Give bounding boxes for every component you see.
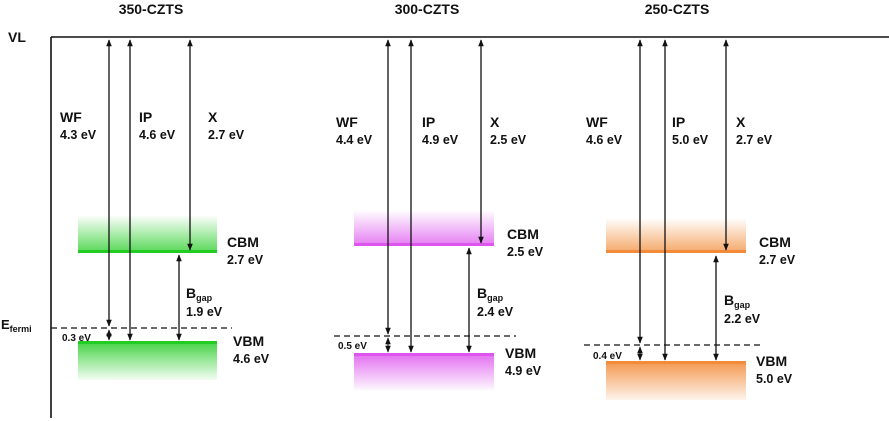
x-value: 2.5 eV [490, 133, 527, 147]
ip-value: 4.9 eV [422, 133, 459, 147]
vacuum-level-label: VL [8, 29, 26, 45]
cbm-band [354, 210, 494, 245]
bgap-label: Bgap [186, 285, 213, 303]
vbm-level [606, 361, 746, 364]
cbm-value: 2.7 eV [227, 253, 264, 267]
bgap-value: 2.2 eV [724, 312, 761, 326]
bgap-label: Bgap [724, 292, 751, 310]
vbm-band [78, 344, 217, 380]
vbm-band [354, 356, 494, 390]
vbm-label: VBM [756, 353, 787, 369]
x-value: 2.7 eV [736, 133, 773, 147]
offset-value: 0.5 eV [338, 341, 367, 352]
cbm-level [606, 250, 746, 253]
wf-value: 4.4 eV [336, 133, 373, 147]
panel-title: 300-CZTS [395, 1, 460, 17]
vbm-label: VBM [505, 345, 536, 361]
panel-title: 350-CZTS [119, 1, 184, 17]
fermi-level-label: Efermi [1, 317, 32, 334]
vbm-level [354, 353, 494, 356]
cbm-label: CBM [507, 226, 539, 242]
x-label: X [490, 114, 500, 130]
ip-label: IP [672, 114, 685, 130]
panel-title: 250-CZTS [645, 1, 710, 17]
bgap-value: 1.9 eV [186, 305, 223, 319]
ip-label: IP [422, 114, 435, 130]
panel-250-czts: 250-CZTS WF 4.6 eV IP 5.0 eV X 2.7 eV CB… [584, 1, 796, 400]
vbm-value: 4.6 eV [233, 352, 270, 366]
cbm-level [354, 243, 494, 246]
wf-label: WF [60, 109, 82, 125]
wf-value: 4.6 eV [586, 133, 623, 147]
cbm-label: CBM [759, 234, 791, 250]
ip-value: 5.0 eV [672, 133, 709, 147]
offset-value: 0.4 eV [593, 351, 622, 362]
vbm-value: 5.0 eV [756, 372, 793, 386]
panel-300-czts: 300-CZTS WF 4.4 eV IP 4.9 eV X 2.5 eV CB… [334, 1, 544, 390]
cbm-band [606, 218, 746, 252]
cbm-value: 2.5 eV [507, 245, 544, 259]
bgap-label: Bgap [477, 285, 504, 303]
x-value: 2.7 eV [208, 128, 245, 142]
vbm-label: VBM [233, 333, 264, 349]
cbm-value: 2.7 eV [759, 253, 796, 267]
cbm-level [78, 250, 217, 253]
panel-350-czts: 350-CZTS WF 4.3 eV IP 4.6 eV X 2.7 eV CB… [51, 1, 270, 380]
wf-value: 4.3 eV [60, 128, 97, 142]
ip-label: IP [139, 109, 152, 125]
offset-value: 0.3 eV [62, 333, 91, 344]
x-label: X [208, 109, 218, 125]
cbm-label: CBM [227, 234, 259, 250]
vbm-value: 4.9 eV [505, 364, 542, 378]
wf-label: WF [336, 114, 358, 130]
wf-label: WF [586, 114, 608, 130]
cbm-band [78, 215, 217, 252]
vbm-level [78, 341, 217, 344]
vbm-band [606, 364, 746, 400]
ip-value: 4.6 eV [139, 128, 176, 142]
x-label: X [736, 114, 746, 130]
bgap-value: 2.4 eV [477, 305, 514, 319]
